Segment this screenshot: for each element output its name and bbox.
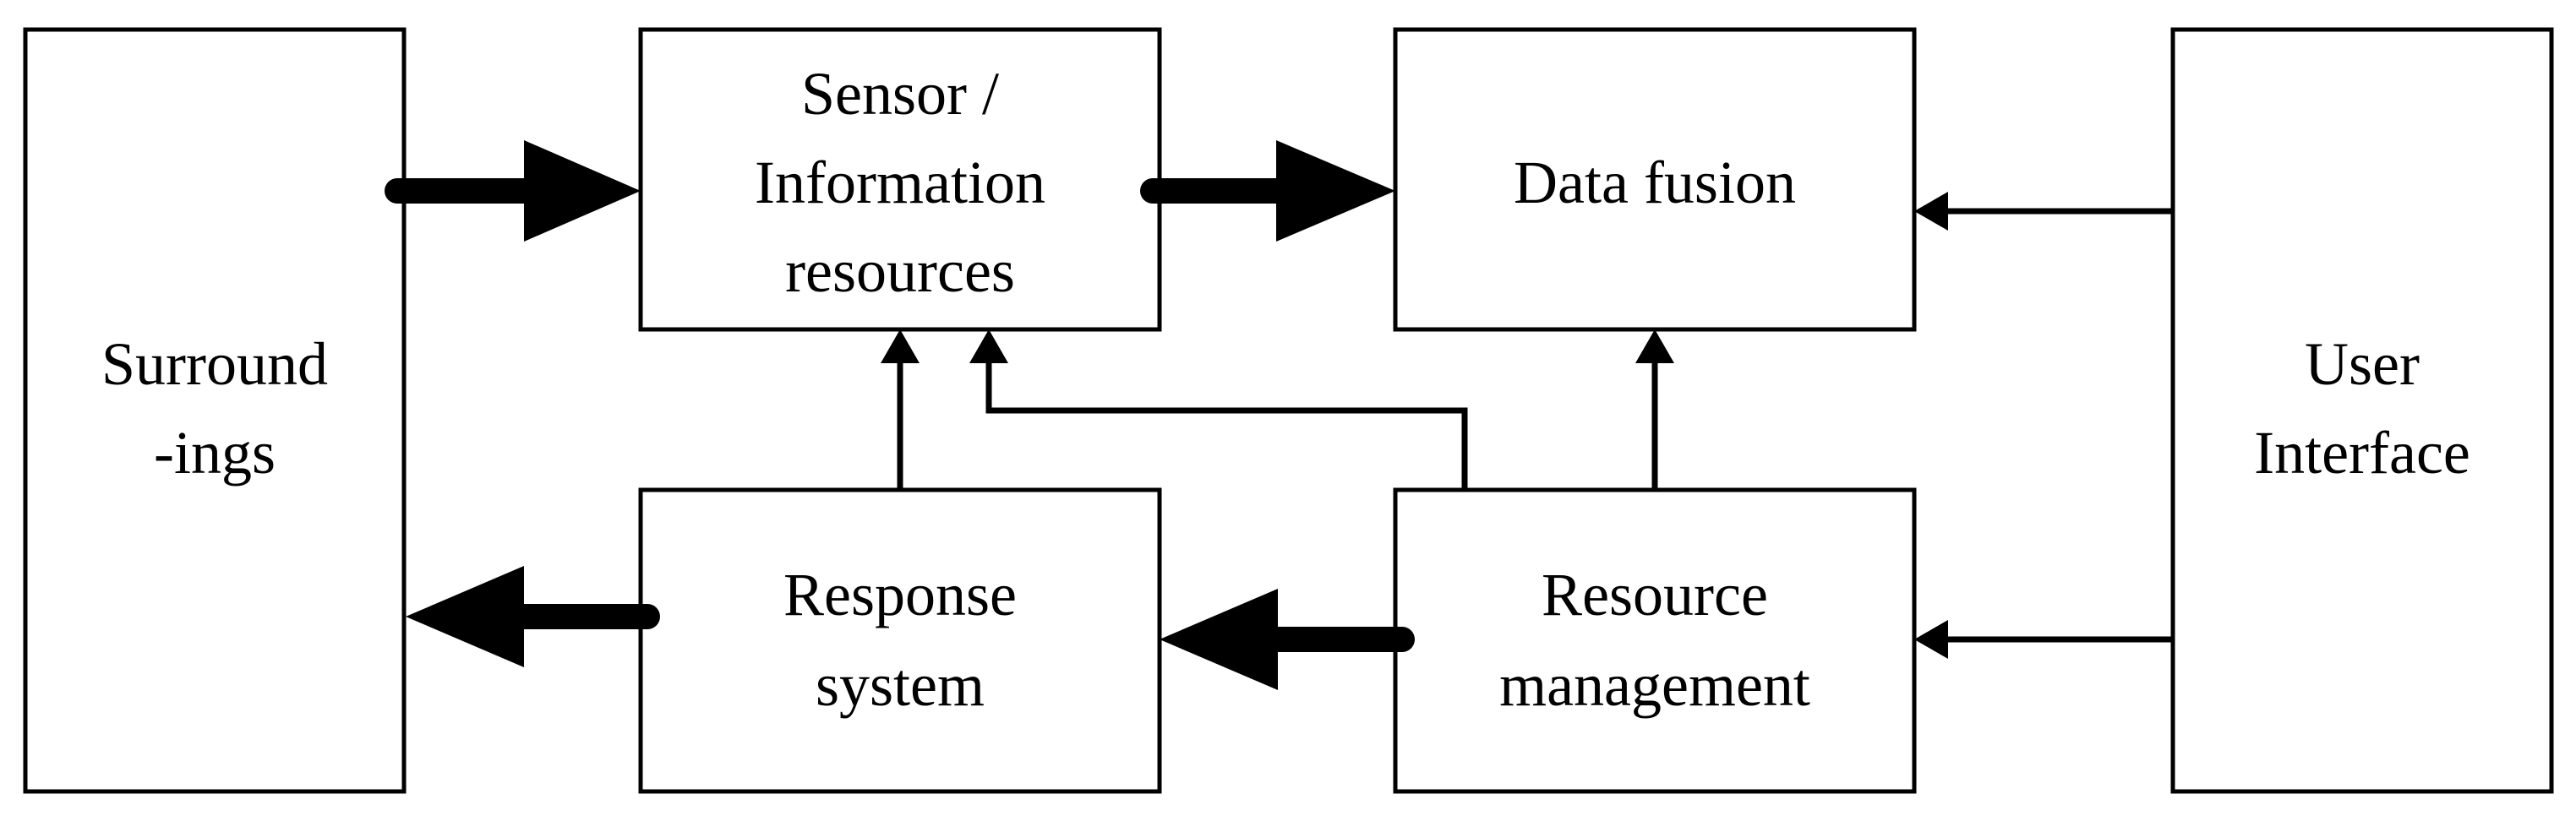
arrow-resource-to-sensor xyxy=(969,329,1468,490)
resource-management-label-line-2: management xyxy=(1499,651,1810,719)
user-interface-label-line-2: Interface xyxy=(2254,419,2470,487)
arrow-resource-to-fusion xyxy=(1635,329,1674,490)
sensor-label-line-3: resources xyxy=(785,237,1015,305)
arrow-sensor-to-fusion xyxy=(1140,140,1395,242)
data-fusion-block: Data fusion xyxy=(1393,27,1917,332)
arrow-user-to-fusion xyxy=(1914,192,2173,231)
user-interface-block: User Interface xyxy=(2170,27,2554,794)
arrow-surroundings-to-sensor xyxy=(385,140,641,242)
sensor-label-line-1: Sensor / xyxy=(801,60,999,128)
data-fusion-label: Data fusion xyxy=(1514,149,1796,216)
response-system-label-line-2: system xyxy=(816,651,985,719)
arrow-response-to-sensor xyxy=(881,329,920,490)
surroundings-label-line-2: -ings xyxy=(154,419,276,487)
sensor-block: Sensor / Information resources xyxy=(638,27,1162,332)
resource-management-block: Resource management xyxy=(1393,487,1917,794)
user-interface-label-line-1: User xyxy=(2305,330,2420,398)
arrow-response-to-surroundings xyxy=(406,566,660,667)
arrow-resource-to-response xyxy=(1160,589,1415,690)
arrow-user-to-resource xyxy=(1914,620,2173,659)
surroundings-block: Surround -ings xyxy=(23,27,407,794)
sensor-label-line-2: Information xyxy=(755,149,1045,216)
response-system-label-line-1: Response xyxy=(783,561,1017,628)
surroundings-label-line-1: Surround xyxy=(101,330,328,398)
response-system-block: Response system xyxy=(638,487,1162,794)
resource-management-label-line-1: Resource xyxy=(1542,561,1768,628)
